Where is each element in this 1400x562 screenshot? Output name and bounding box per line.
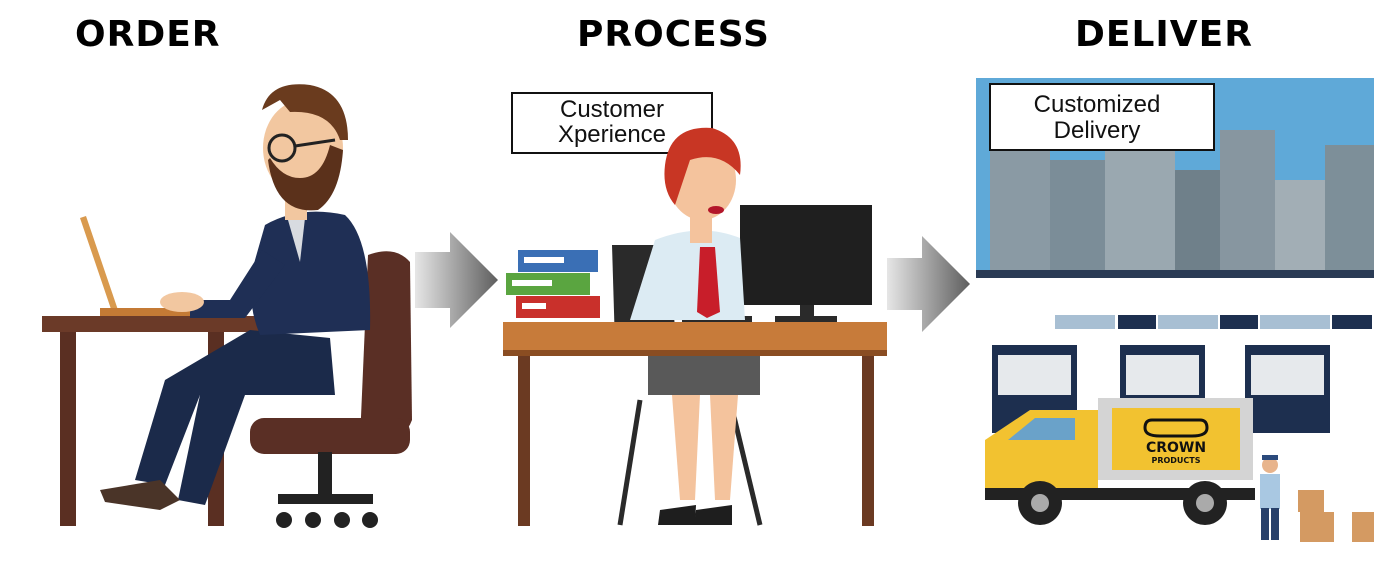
process-title: PROCESS [577, 14, 770, 55]
deliver-illustration: Customized Delivery [976, 78, 1374, 542]
deliver-sign-line1: Customized [1034, 91, 1161, 118]
binders-stack [506, 250, 600, 318]
delivery-truck [985, 398, 1255, 525]
crown-logo [1143, 418, 1209, 438]
order-title: ORDER [75, 14, 221, 55]
computer-monitor [682, 205, 872, 322]
laptop [80, 216, 205, 316]
flow-arrow-2 [887, 236, 970, 332]
warehouse-strip [1055, 315, 1372, 329]
deliver-title: DELIVER [1075, 14, 1253, 55]
process-sign-line1: Customer [560, 96, 664, 123]
flow-arrow-1 [415, 232, 498, 328]
man-figure [100, 84, 371, 510]
boxes [1298, 490, 1374, 542]
truck-brand: CROWN [1146, 440, 1206, 456]
office-chair [250, 251, 412, 528]
order-illustration [42, 84, 412, 528]
customized-delivery-sign [989, 83, 1215, 151]
process-illustration: Customer Xperience [503, 92, 887, 526]
delivery-worker [1260, 455, 1280, 540]
process-sign-line2: Xperience [558, 121, 666, 148]
woman-figure [630, 127, 760, 525]
process-desk [503, 322, 887, 526]
deliver-sign-line2: Delivery [1054, 117, 1141, 144]
truck-brand-sub: PRODUCTS [1151, 456, 1200, 465]
